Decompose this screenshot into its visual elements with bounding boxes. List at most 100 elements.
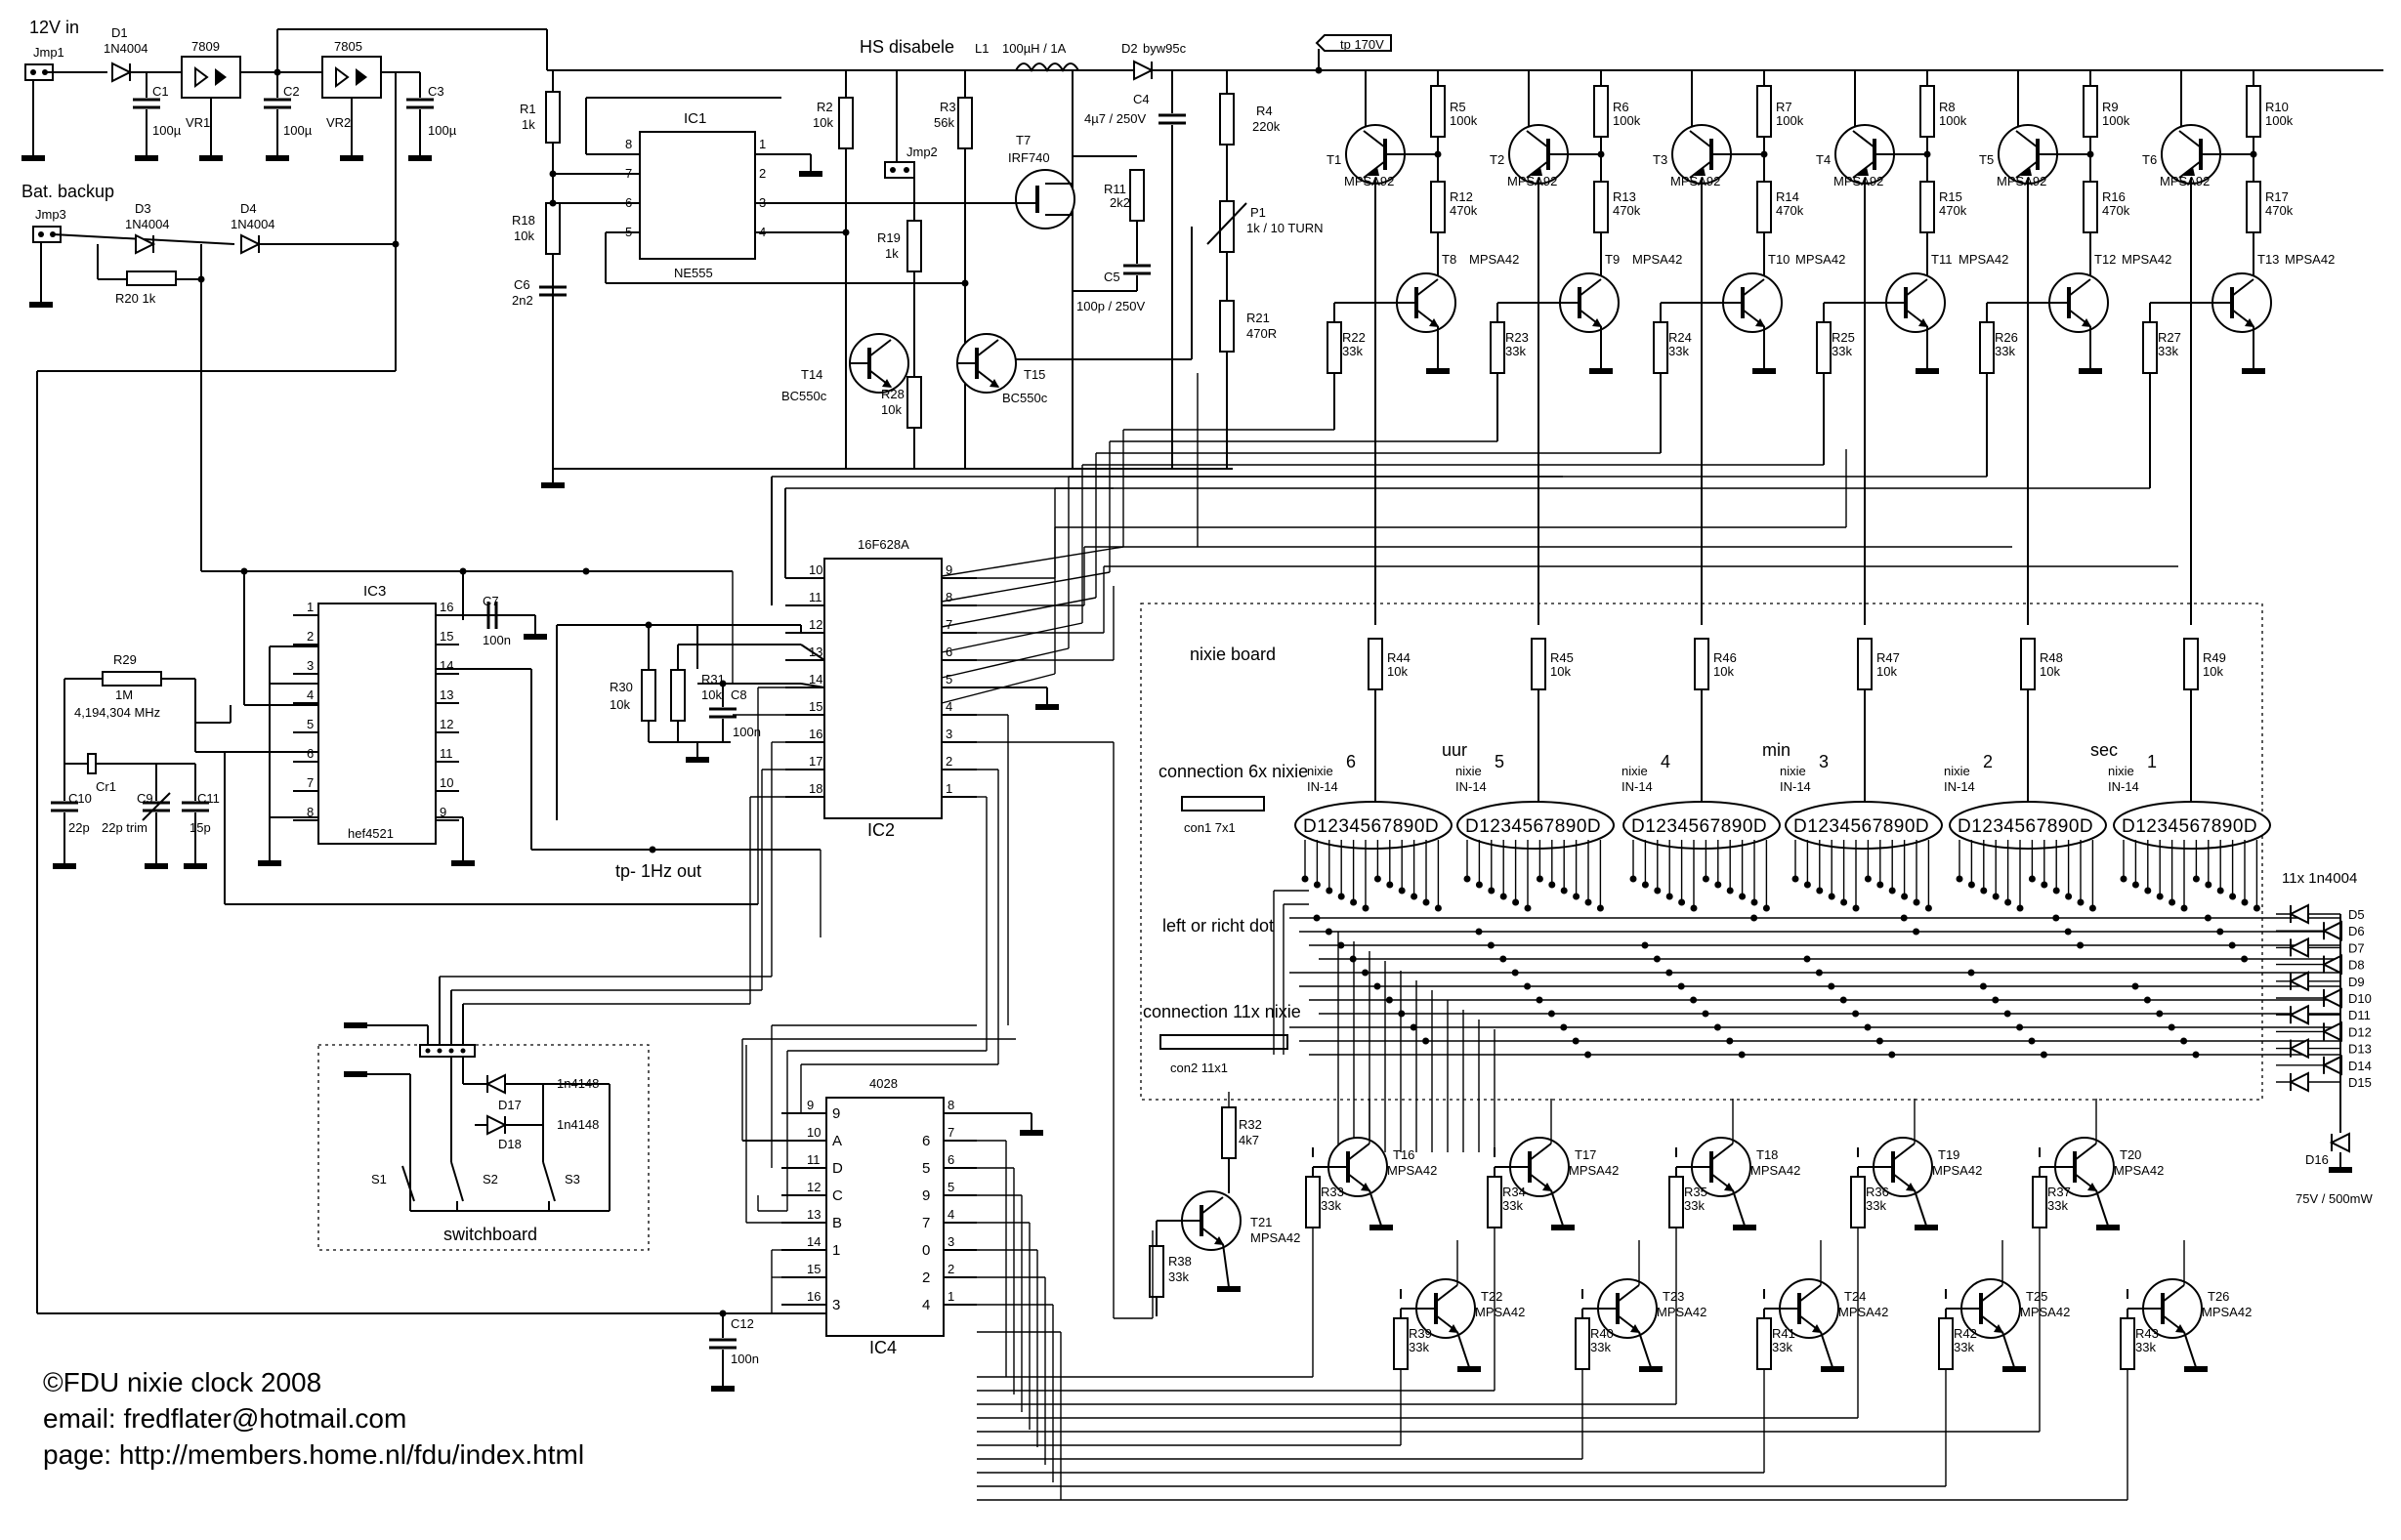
label-t11-part: MPSA42 — [1959, 252, 2008, 267]
label-group-min: min — [1762, 740, 1790, 760]
diode-d17 — [486, 1074, 506, 1094]
ic4-decoder: 4028 IC4 9910A11D12C13B14115163876655947… — [37, 1024, 1043, 1389]
label-t22: T22 — [1481, 1289, 1502, 1304]
label-r22-val: 33k — [1342, 344, 1363, 358]
label-nixie-word: nixie — [1455, 764, 1482, 778]
label-r16-val: 470k — [2102, 203, 2130, 218]
label-r3: R3 — [940, 100, 956, 114]
label-r24: R24 — [1668, 330, 1692, 345]
label-nixie-type: IN-14 — [1307, 779, 1338, 794]
svg-text:7: 7 — [307, 775, 314, 790]
label-r33-val: 33k — [1321, 1198, 1341, 1213]
label-r10-val: 100k — [2265, 113, 2294, 128]
svg-text:13: 13 — [440, 687, 453, 702]
label-ic1-part: NE555 — [674, 266, 713, 280]
label-vr2: VR2 — [326, 115, 351, 130]
label-r42: R42 — [1954, 1326, 1977, 1341]
svg-text:16: 16 — [440, 600, 453, 614]
label-r38: R38 — [1168, 1254, 1192, 1269]
label-ic4-part: 4028 — [869, 1076, 898, 1091]
label-t8: T8 — [1442, 252, 1456, 267]
svg-text:12: 12 — [807, 1180, 821, 1194]
label-t5-part: MPSA92 — [1997, 174, 2046, 188]
label-t10: T10 — [1768, 252, 1790, 267]
label-tube-number: 4 — [1661, 752, 1670, 771]
label-r23: R23 — [1505, 330, 1529, 345]
svg-text:2: 2 — [307, 629, 314, 644]
label-d6: D6 — [2348, 924, 2365, 938]
label-t15: T15 — [1024, 367, 1045, 382]
label-r12: R12 — [1450, 189, 1473, 204]
inductor-l1 — [1015, 62, 1079, 73]
label-r27-val: 33k — [2158, 344, 2178, 358]
credit-copyright: ©FDU nixie clock 2008 — [43, 1367, 321, 1397]
label-r43: R43 — [2135, 1326, 2159, 1341]
label-t22-part: MPSA42 — [1475, 1305, 1525, 1319]
label-r9-val: 100k — [2102, 113, 2130, 128]
svg-text:14: 14 — [807, 1234, 821, 1249]
resistor-r45 — [1531, 638, 1546, 690]
label-r12-val: 470k — [1450, 203, 1478, 218]
credit-email: email: fredflater@hotmail.com — [43, 1403, 406, 1434]
label-r46-val: 10k — [1713, 664, 1734, 679]
label-r21-val: 470R — [1246, 326, 1277, 341]
label-d9: D9 — [2348, 975, 2365, 989]
transistor-t15 — [955, 332, 1018, 395]
diode-d12 — [2323, 1021, 2342, 1042]
label-c9: C9 — [137, 791, 153, 806]
resistor-r40 — [1575, 1317, 1590, 1370]
svg-text:3: 3 — [307, 658, 314, 673]
diode-d15 — [2290, 1072, 2309, 1092]
label-t14-part: BC550c — [781, 389, 827, 403]
label-r43-val: 33k — [2135, 1340, 2156, 1354]
svg-text:15: 15 — [440, 629, 453, 644]
label-d2-part: byw95c — [1143, 41, 1187, 56]
svg-text:2: 2 — [759, 166, 766, 181]
resistor-r42 — [1938, 1317, 1954, 1370]
testpoint-170v — [1315, 34, 1392, 52]
label-r49: R49 — [2203, 650, 2226, 665]
label-t25: T25 — [2026, 1289, 2047, 1304]
transistor-t14 — [848, 332, 910, 395]
svg-text:4: 4 — [922, 1297, 930, 1313]
label-hs-disable: HS disabele — [860, 37, 954, 57]
svg-text:16: 16 — [807, 1289, 821, 1304]
label-r4: R4 — [1256, 104, 1273, 118]
label-r8-val: 100k — [1939, 113, 1967, 128]
label-t20: T20 — [2120, 1147, 2141, 1162]
label-c8: C8 — [731, 687, 747, 702]
label-r26: R26 — [1995, 330, 2018, 345]
label-r47-val: 10k — [1876, 664, 1897, 679]
label-t26: T26 — [2208, 1289, 2229, 1304]
label-r5: R5 — [1450, 100, 1466, 114]
label-r35: R35 — [1684, 1185, 1707, 1199]
resistor-r8 — [1919, 85, 1935, 138]
label-r28: R28 — [881, 387, 905, 401]
label-t23: T23 — [1663, 1289, 1684, 1304]
label-r44: R44 — [1387, 650, 1411, 665]
label-t2: T2 — [1490, 152, 1504, 167]
label-d15: D15 — [2348, 1075, 2372, 1090]
label-r26-val: 33k — [1995, 344, 2015, 358]
label-d10: D10 — [2348, 991, 2372, 1006]
label-d2: D2 — [1121, 41, 1138, 56]
svg-text:5: 5 — [307, 717, 314, 731]
label-d12: D12 — [2348, 1024, 2372, 1039]
label-r33: R33 — [1321, 1185, 1344, 1199]
label-r30: R30 — [610, 680, 633, 694]
label-c5-val: 100p / 250V — [1076, 299, 1145, 313]
label-r32: R32 — [1239, 1117, 1262, 1132]
diode-d7 — [2290, 937, 2309, 958]
svg-text:4: 4 — [948, 1207, 954, 1222]
label-c2: C2 — [283, 84, 300, 99]
svg-text:6: 6 — [948, 1152, 954, 1167]
crystal-cr1 — [87, 753, 97, 774]
svg-text:18: 18 — [809, 781, 822, 796]
svg-text:2: 2 — [948, 1262, 954, 1276]
svg-text:8: 8 — [307, 805, 314, 819]
